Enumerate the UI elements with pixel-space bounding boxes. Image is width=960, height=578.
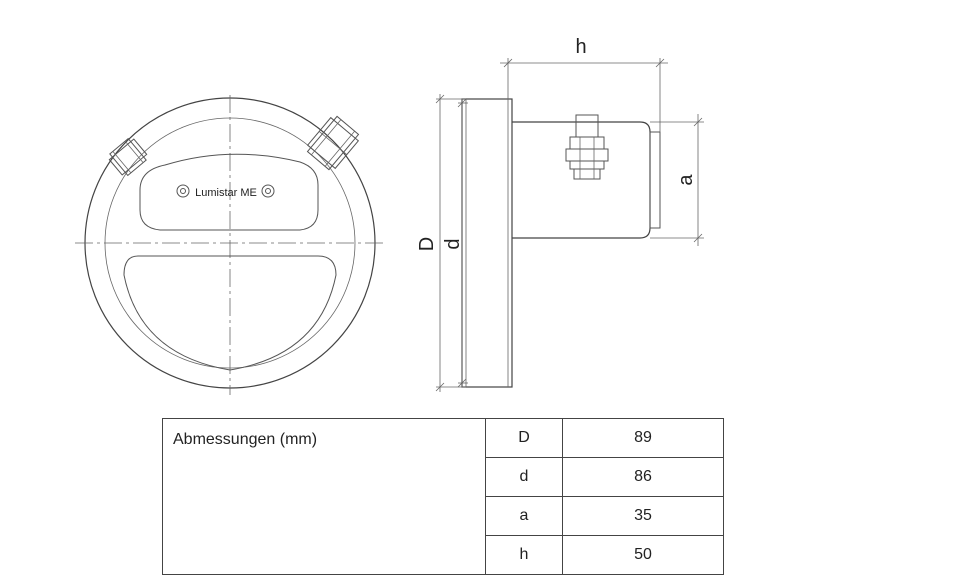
right-cable-gland [306, 115, 360, 171]
dimension-d [457, 98, 468, 388]
value-cell: 89 [562, 418, 724, 458]
dimension-label-d: d [442, 238, 464, 249]
left-screw-icon [176, 184, 190, 198]
right-screw-icon [261, 184, 275, 198]
dimension-label-a: a [675, 174, 697, 186]
left-cable-gland [108, 137, 148, 177]
symbol-cell: h [485, 535, 563, 575]
value-cell: 86 [562, 457, 724, 497]
table-label: Abmessungen (mm) [162, 418, 486, 575]
dimension-D [435, 94, 466, 392]
table-row: h 50 [163, 535, 724, 575]
front-view: Lumistar ME [75, 95, 385, 395]
table-row: a 35 [163, 496, 724, 536]
rear-cap [649, 131, 661, 229]
side-cable-gland [565, 114, 609, 180]
table-row: Abmessungen (mm) D 89 [162, 418, 724, 575]
rear-housing [512, 121, 651, 239]
front-plate [461, 98, 513, 388]
symbol-cell: d [485, 457, 563, 497]
value-cell: 35 [562, 496, 724, 536]
logo-text: Lumistar ME [195, 187, 257, 199]
dimension-label-D: D [416, 237, 438, 251]
symbol-cell: a [485, 496, 563, 536]
value-cell: 50 [562, 535, 724, 575]
table-row: d 86 [163, 457, 724, 497]
dimension-h [500, 58, 668, 132]
dimensions-table: Abmessungen (mm) D 89 d 86 a 35 h 50 [162, 418, 724, 575]
upper-window [139, 153, 319, 231]
side-view: h a D d [416, 36, 704, 392]
dimension-label-h: h [575, 36, 586, 58]
lower-window [123, 255, 337, 371]
dimension-a [650, 114, 704, 246]
symbol-cell: D [485, 418, 563, 458]
